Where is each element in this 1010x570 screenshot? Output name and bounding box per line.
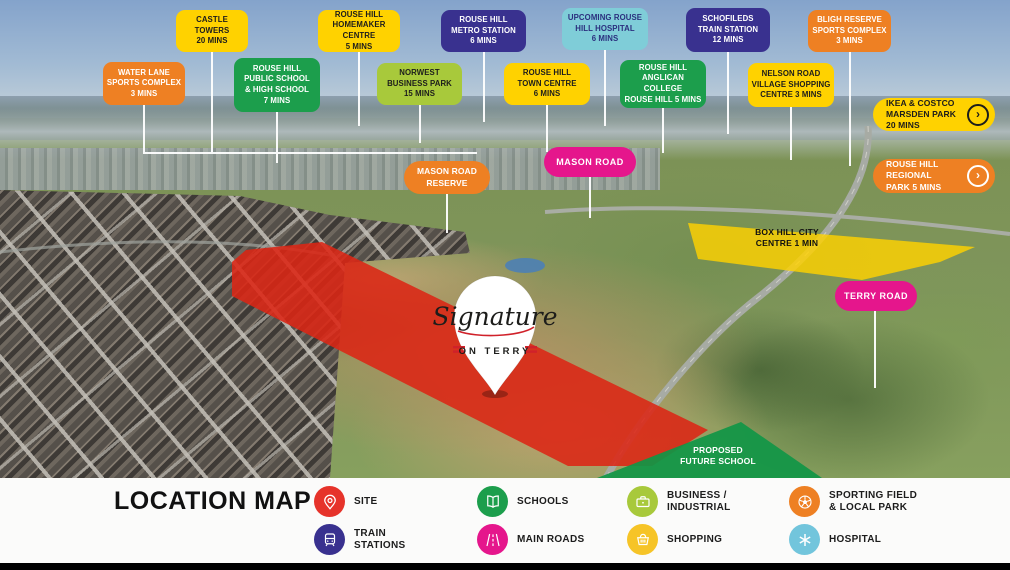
pond [505,258,545,273]
callout-upcoming-rouse-hill-hospital: UPCOMING ROUSE HILL HOSPITAL 6 MINS [562,8,648,50]
legend-item-schools: SCHOOLS [477,486,569,517]
box-hill-label: BOX HILL CITY CENTRE 1 MIN [755,227,819,249]
callout-castle-towers: CASTLE TOWERS 20 MINS [176,10,248,52]
pill-terry-road: TERRY ROAD [835,281,917,311]
callout-rouse-hill-homemaker-centre: ROUSE HILL HOMEMAKER CENTRE 5 MINS [318,10,400,52]
pill-ikea-costco-marsden-park[interactable]: IKEA & COSTCO MARSDEN PARK 20 MINS › [873,98,995,131]
callout-rouse-hill-anglican-college: ROUSE HILL ANGLICAN COLLEGE ROUSE HILL 5… [620,60,706,108]
briefcase-icon [627,486,658,517]
legend-item-hospital: HOSPITAL [789,524,881,555]
legend-item-train-stations: TRAIN STATIONS [314,524,405,555]
train-icon [314,524,345,555]
callout-schofields-train-station: SCHOFILEDS TRAIN STATION 12 MINS [686,8,770,52]
pin-subtitle-text: ON TERRY [459,346,532,357]
legend-label: SCHOOLS [517,495,569,507]
legend-label: SHOPPING [667,533,723,545]
callout-bligh-reserve-sports-complex: BLIGH RESERVE SPORTS COMPLEX 3 MINS [808,10,891,52]
pill-mason-road-reserve: MASON ROAD RESERVE [404,161,490,194]
connector-lines [143,50,876,388]
callout-norwest-business-park: NORWEST BUSINESS PARK 15 MINS [377,63,462,105]
legend-item-site: SITE [314,486,377,517]
legend-item-business-industrial: BUSINESS / INDUSTRIAL [627,486,731,517]
pill-label: IKEA & COSTCO MARSDEN PARK 20 MINS [886,97,956,131]
road-icon [477,524,508,555]
legend-label: SPORTING FIELD & LOCAL PARK [829,489,918,513]
legend-label: SITE [354,495,378,507]
legend-label: MAIN ROADS [517,533,585,545]
pill-label: ROUSE HILL REGIONAL PARK 5 MINS [886,159,942,192]
chevron-right-icon: › [967,103,989,126]
pill-mason-road: MASON ROAD [544,147,636,177]
callout-rouse-hill-metro-station: ROUSE HILL METRO STATION 6 MINS [441,10,526,52]
pin-icon: Signature ON TERRY [432,275,558,398]
legend-item-sporting-field: SPORTING FIELD & LOCAL PARK [789,486,917,517]
pill-rouse-hill-regional-park[interactable]: ROUSE HILL REGIONAL PARK 5 MINS › [873,159,995,193]
medical-icon [789,524,820,555]
callout-rouse-hill-town-centre: ROUSE HILL TOWN CENTRE 6 MINS [504,63,590,105]
page-title: LOCATION MAP [114,487,312,515]
book-icon [477,486,508,517]
chevron-right-icon: › [967,165,989,187]
legend-label: BUSINESS / INDUSTRIAL [667,489,731,513]
legend-item-shopping: SHOPPING [627,524,722,555]
site-pin: Signature ON TERRY [428,243,562,406]
legend-label: TRAIN STATIONS [354,527,406,551]
callout-rouse-hill-public-school: ROUSE HILL PUBLIC SCHOOL & HIGH SCHOOL 7… [234,58,320,112]
future-school-label: PROPOSED FUTURE SCHOOL [680,445,756,467]
legend-label: HOSPITAL [829,533,882,545]
aerial-map: BOX HILL CITY CENTRE 1 MIN PROPOSED FUTU… [0,0,1010,478]
bottom-bar [0,563,1010,570]
pin-icon [314,486,345,517]
basket-icon [627,524,658,555]
callout-nelson-road-village-shopping-centre: NELSON ROAD VILLAGE SHOPPING CENTRE 3 MI… [748,63,834,107]
legend-bar: LOCATION MAP SITE TRAIN STATIONS [0,478,1010,563]
pin-brand-text: Signature [432,302,557,331]
legend-item-main-roads: MAIN ROADS [477,524,584,555]
soccer-icon [789,486,820,517]
callout-water-lane-sports-complex: WATER LANE SPORTS COMPLEX 3 MINS [103,62,185,105]
